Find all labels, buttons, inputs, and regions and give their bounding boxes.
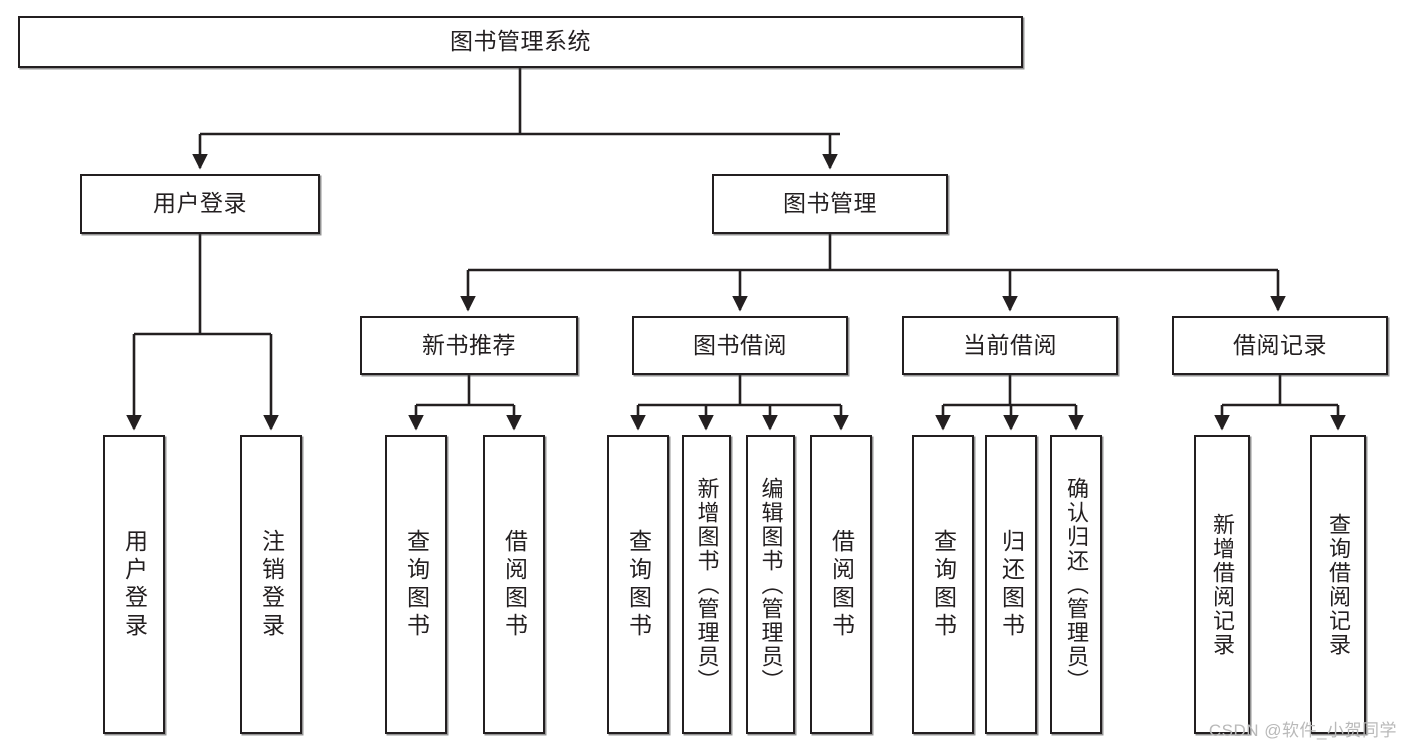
leaf-return-book[interactable]: 归还图书 <box>985 435 1037 734</box>
leaf-borrow-book-newbook[interactable]: 借阅图书 <box>483 435 545 734</box>
leaf-user-login-label: 用户登录 <box>121 528 148 641</box>
node-book-borrow-label: 图书借阅 <box>693 331 787 358</box>
leaf-borrow-book-borrow-label: 借阅图书 <box>828 528 855 641</box>
node-root-label: 图书管理系统 <box>450 28 591 55</box>
csdn-watermark: CSDN @软件_小贺同学 <box>1208 721 1397 740</box>
leaf-logout-label: 注销登录 <box>258 528 285 641</box>
node-user-login[interactable]: 用户登录 <box>80 174 320 234</box>
leaf-add-borrow-record[interactable]: 新增借阅记录 <box>1194 435 1250 734</box>
node-root[interactable]: 图书管理系统 <box>18 16 1023 68</box>
leaf-query-book-newbook[interactable]: 查询图书 <box>385 435 447 734</box>
node-book-manage[interactable]: 图书管理 <box>712 174 948 234</box>
leaf-add-book-admin-label: 新增图书（管理员） <box>694 476 720 693</box>
node-new-book-recommend[interactable]: 新书推荐 <box>360 316 578 375</box>
leaf-user-login[interactable]: 用户登录 <box>103 435 165 734</box>
node-borrow-record[interactable]: 借阅记录 <box>1172 316 1388 375</box>
node-current-borrow-label: 当前借阅 <box>963 331 1057 358</box>
leaf-query-book-newbook-label: 查询图书 <box>403 528 430 641</box>
leaf-query-book-current-label: 查询图书 <box>930 528 957 641</box>
leaf-query-borrow-record[interactable]: 查询借阅记录 <box>1310 435 1366 734</box>
node-current-borrow[interactable]: 当前借阅 <box>902 316 1118 375</box>
node-user-login-label: 用户登录 <box>153 190 247 217</box>
leaf-edit-book-admin-label: 编辑图书（管理员） <box>758 476 784 693</box>
node-new-book-recommend-label: 新书推荐 <box>422 331 516 358</box>
leaf-query-borrow-record-label: 查询借阅记录 <box>1326 512 1351 657</box>
node-book-manage-label: 图书管理 <box>783 190 877 217</box>
leaf-logout[interactable]: 注销登录 <box>240 435 302 734</box>
leaf-add-borrow-record-label: 新增借阅记录 <box>1210 512 1235 657</box>
node-borrow-record-label: 借阅记录 <box>1233 331 1327 358</box>
leaf-query-book-borrow-label: 查询图书 <box>625 528 652 641</box>
leaf-borrow-book-borrow[interactable]: 借阅图书 <box>810 435 872 734</box>
leaf-confirm-return-admin[interactable]: 确认归还（管理员） <box>1050 435 1102 734</box>
leaf-query-book-current[interactable]: 查询图书 <box>912 435 974 734</box>
leaf-edit-book-admin[interactable]: 编辑图书（管理员） <box>746 435 795 734</box>
leaf-return-book-label: 归还图书 <box>998 528 1025 641</box>
node-book-borrow[interactable]: 图书借阅 <box>632 316 848 375</box>
leaf-query-book-borrow[interactable]: 查询图书 <box>607 435 669 734</box>
leaf-add-book-admin[interactable]: 新增图书（管理员） <box>682 435 731 734</box>
leaf-confirm-return-admin-label: 确认归还（管理员） <box>1064 476 1089 693</box>
leaf-borrow-book-newbook-label: 借阅图书 <box>501 528 528 641</box>
